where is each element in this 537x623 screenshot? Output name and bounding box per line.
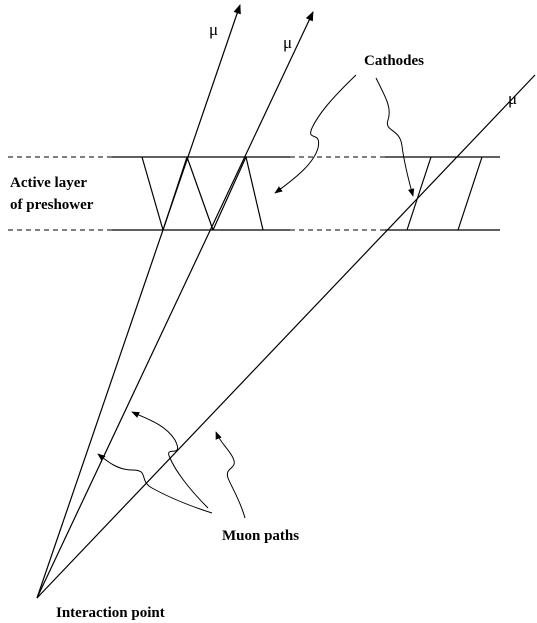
cathodes xyxy=(141,156,483,231)
active-layer xyxy=(8,156,500,231)
muon-paths-pointers xyxy=(97,411,246,519)
cathode-5 xyxy=(245,156,264,231)
mu-label-2: μ xyxy=(283,33,292,52)
cathodes-pointers xyxy=(274,74,415,197)
cathodes-pointer-1 xyxy=(274,74,357,194)
cathode-1 xyxy=(141,156,164,231)
muon-tracks xyxy=(36,4,536,599)
muon-paths-label: Muon paths xyxy=(222,528,299,544)
muon-track-1 xyxy=(36,4,241,599)
muon-paths-pointer-1 xyxy=(131,411,209,509)
muon-paths-pointer-3 xyxy=(215,431,246,519)
mu-label-1: μ xyxy=(209,20,218,39)
active-layer-label-line2: of preshower xyxy=(10,197,94,213)
muon-paths-pointer-2 xyxy=(97,453,213,514)
mu-label-3: μ xyxy=(508,89,517,108)
cathode-7 xyxy=(457,156,483,231)
interaction-point-label: Interaction point xyxy=(56,605,165,621)
cathodes-label: Cathodes xyxy=(364,53,424,69)
cathode-3 xyxy=(186,156,214,231)
muon-track-3 xyxy=(36,74,536,599)
cathodes-pointer-2 xyxy=(375,77,415,197)
active-layer-label-line1: Active layer xyxy=(10,175,87,191)
cathode-4 xyxy=(212,156,247,231)
muon-track-2 xyxy=(36,11,314,599)
cathode-6 xyxy=(406,156,432,231)
